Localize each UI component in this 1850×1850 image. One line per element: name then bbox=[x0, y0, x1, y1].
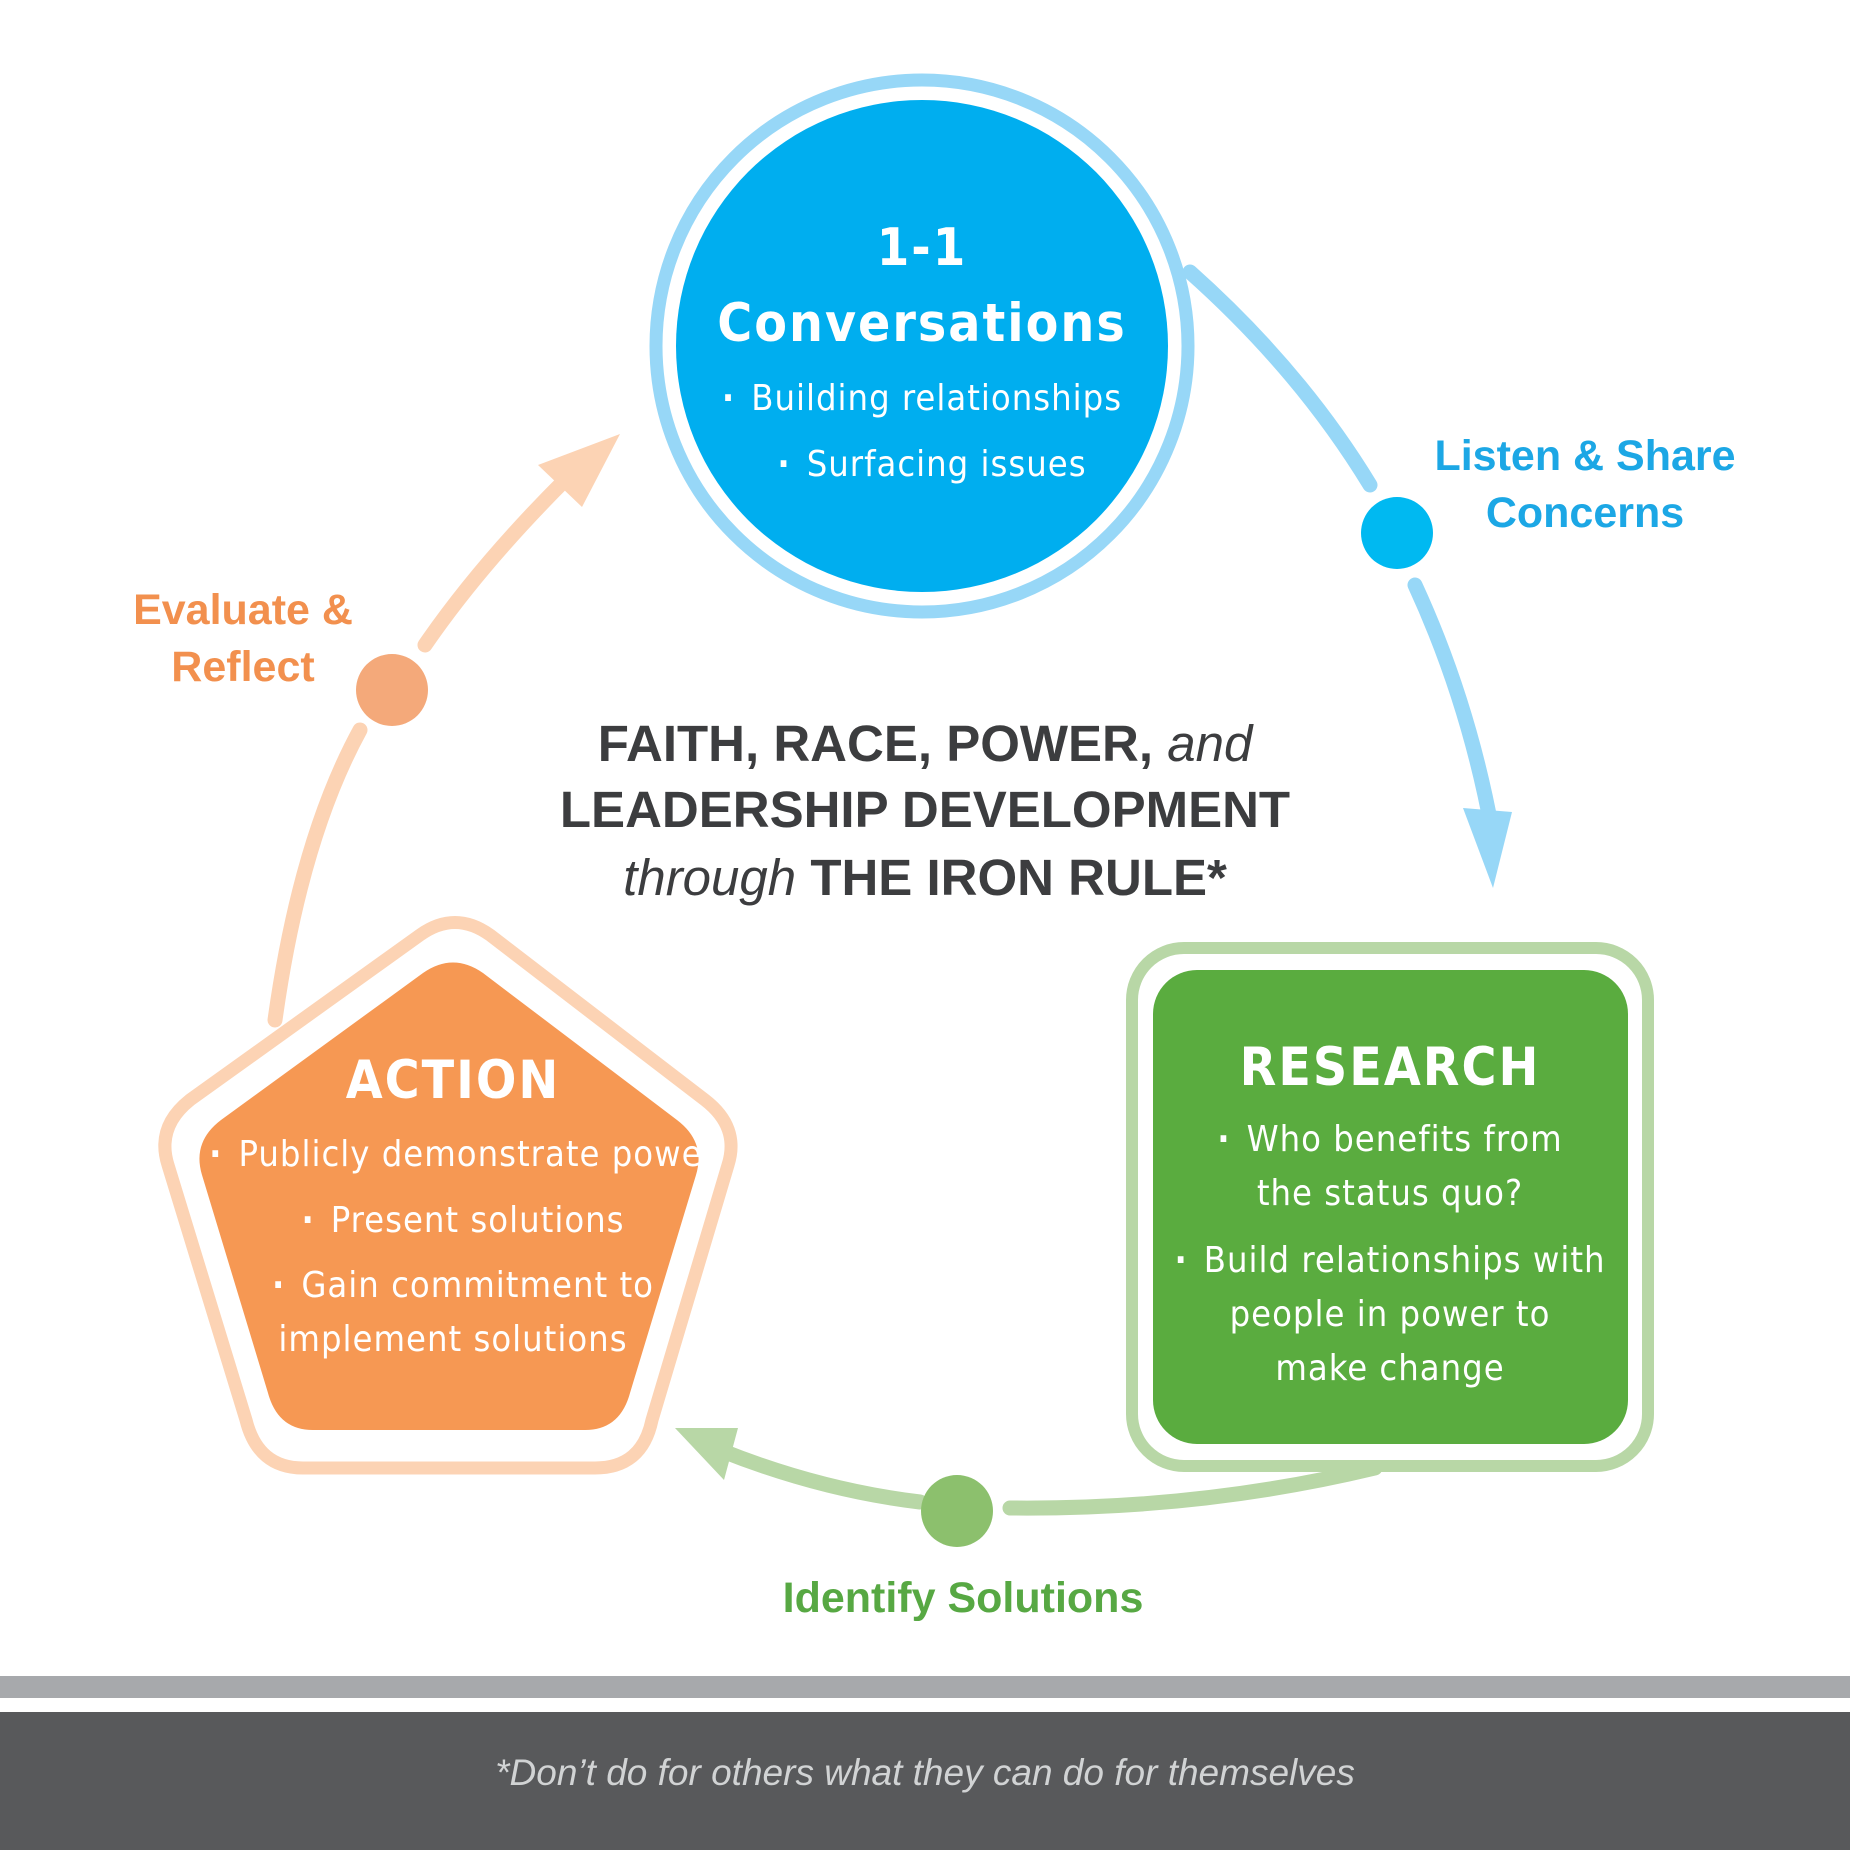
center-title-line3: through THE IRON RULE* bbox=[425, 846, 1425, 910]
center-title-line2: LEADERSHIP DEVELOPMENT bbox=[559, 781, 1291, 838]
research-bullet-1-line1: Who benefits from bbox=[1140, 1113, 1640, 1167]
step-evaluate-reflect-line2: Reflect bbox=[171, 643, 315, 691]
center-title-through: through bbox=[623, 849, 797, 906]
action-bullet-2: Present solutions bbox=[213, 1194, 713, 1248]
arrow-evaluate-reflect bbox=[267, 472, 573, 1028]
step-listen-share-line1: Listen & Share bbox=[1434, 432, 1736, 480]
center-title-iron-rule: THE IRON RULE* bbox=[810, 849, 1227, 906]
research-node-ring bbox=[1126, 942, 1654, 1472]
arrow-identify-solutions bbox=[712, 1442, 1383, 1516]
conversations-node-ring bbox=[649, 73, 1195, 619]
footer-band bbox=[0, 1712, 1850, 1850]
center-title-faith: FAITH, RACE, POWER, bbox=[597, 715, 1154, 772]
footnote: *Don’t do for others what they can do fo… bbox=[495, 1752, 1355, 1793]
conversations-title-line2: Conversations bbox=[717, 293, 1127, 354]
research-bullet-2-line2: people in power to bbox=[1229, 1294, 1551, 1335]
arrow-listen-share bbox=[1182, 264, 1500, 838]
step-identify-solutions: Identify Solutions bbox=[782, 1574, 1144, 1622]
center-title-and: and bbox=[1167, 715, 1253, 772]
action-bullet-3-line2: implement solutions bbox=[278, 1319, 628, 1360]
dot-listen-share bbox=[1361, 497, 1433, 569]
research-bullet-2-line3: make change bbox=[1275, 1348, 1505, 1389]
arrow-head-identify-solutions bbox=[675, 1428, 738, 1480]
research-bullet-1-line2: the status quo? bbox=[1256, 1173, 1524, 1214]
step-listen-share-line2: Concerns bbox=[1485, 489, 1685, 537]
research-node bbox=[1153, 970, 1628, 1444]
dot-evaluate-reflect bbox=[356, 654, 428, 726]
research-bullet-2-line1: Build relationships with bbox=[1140, 1234, 1640, 1288]
action-bullet-3-line1: Gain commitment to bbox=[213, 1259, 713, 1313]
action-title: ACTION bbox=[345, 1050, 561, 1111]
dot-identify-solutions bbox=[921, 1475, 993, 1547]
research-title: RESEARCH bbox=[1239, 1037, 1541, 1098]
arrow-head-listen-share bbox=[1463, 808, 1512, 888]
conversations-bullet-1: Building relationships bbox=[672, 372, 1172, 426]
action-node-ring bbox=[158, 916, 738, 1475]
step-evaluate-reflect-line1: Evaluate & bbox=[133, 586, 353, 634]
conversations-title-line1: 1-1 bbox=[876, 218, 968, 278]
arrow-head-evaluate-reflect bbox=[538, 434, 620, 507]
footer-stripe bbox=[0, 1676, 1850, 1698]
action-bullet-1: Publicly demonstrate power bbox=[193, 1128, 733, 1182]
conversations-bullet-2: Surfacing issues bbox=[712, 438, 1152, 492]
center-title-line1: FAITH, RACE, POWER, and bbox=[425, 712, 1425, 776]
